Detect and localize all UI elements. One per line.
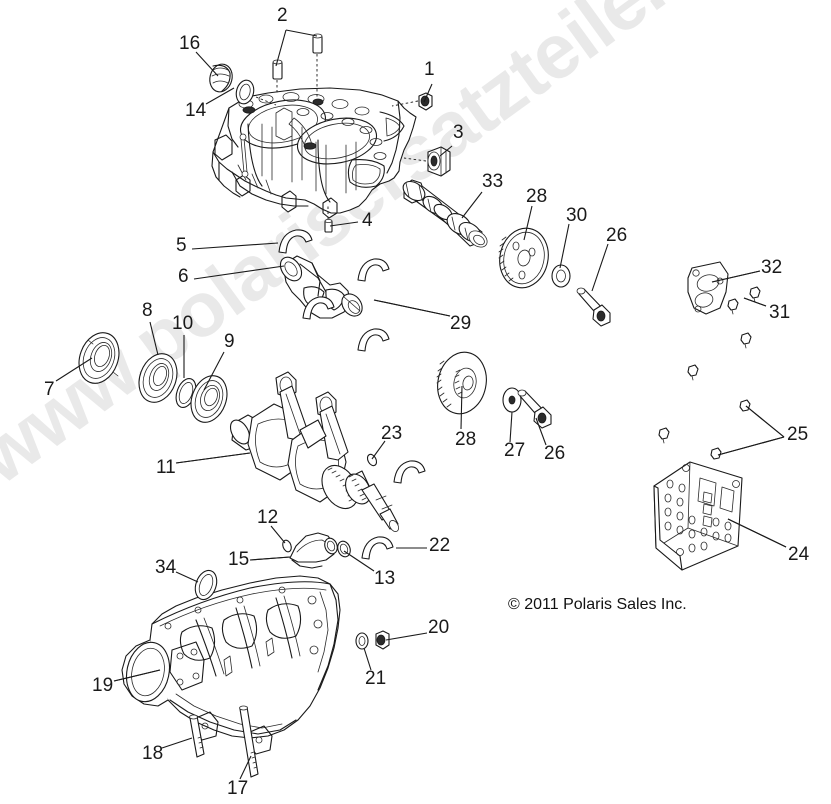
callout-15: 15	[228, 549, 250, 570]
screw-b	[749, 286, 761, 303]
lower-crankcase	[121, 575, 341, 755]
part-15-oil-pickup	[289, 532, 338, 569]
callout-21: 21	[365, 668, 387, 689]
callout-6: 6	[178, 266, 189, 287]
part-28-balance-gear	[498, 227, 549, 289]
callout-8: 8	[142, 300, 153, 321]
screw-g	[710, 447, 722, 460]
part-22-bearing-shell	[361, 536, 394, 560]
part-32-plate	[687, 261, 729, 315]
callout-34: 34	[155, 557, 177, 578]
callout-9: 9	[224, 331, 235, 352]
part-30-spacer	[551, 264, 571, 288]
callout-28: 28	[526, 186, 548, 207]
callout-24: 24	[788, 544, 810, 565]
upper-crankcase	[211, 87, 417, 219]
callout-13: 13	[374, 568, 396, 589]
part-8-bearing	[138, 353, 178, 403]
callout-17: 17	[227, 778, 249, 799]
callout-18: 18	[142, 743, 164, 764]
part-13-o-ring	[337, 540, 351, 558]
part-33-camshaft	[402, 179, 488, 248]
callout-11: 11	[156, 457, 176, 478]
screw-e	[658, 427, 670, 444]
part-23-pin	[366, 453, 378, 467]
callout-33: 33	[482, 171, 504, 192]
part-5-bearing-shell	[278, 229, 313, 254]
screw-d	[687, 364, 699, 381]
part-2-dowel-pins	[272, 33, 323, 80]
part-16-cover-cap	[209, 63, 233, 93]
part-18-bolt	[189, 714, 205, 758]
part-7-oil-seal	[78, 332, 120, 384]
callout-26b: 26	[544, 443, 566, 464]
callout-16: 16	[179, 33, 201, 54]
part-3-bushing	[427, 146, 451, 177]
callout-2: 2	[277, 5, 288, 26]
copyright-notice: © 2011 Polaris Sales Inc.	[508, 596, 687, 613]
part-14-o-ring	[235, 79, 255, 105]
screw-a	[727, 298, 739, 315]
callout-5: 5	[176, 235, 187, 256]
part-4-dowel	[324, 218, 333, 233]
part-28b-crank-gear	[436, 351, 487, 415]
callout-28b: 28	[455, 429, 477, 450]
callout-10: 10	[172, 313, 194, 334]
screw-c	[740, 332, 752, 349]
part-6-balance-shaft	[279, 255, 363, 319]
screw-f	[739, 399, 751, 412]
callout-25: 25	[787, 424, 809, 445]
callout-14: 14	[185, 100, 207, 121]
callout-26: 26	[606, 225, 628, 246]
bearing-shell-23	[393, 460, 426, 484]
callout-7: 7	[44, 379, 55, 400]
callout-22: 22	[429, 535, 451, 556]
part-1-plug	[418, 92, 433, 111]
part-11-crankshaft	[229, 371, 399, 532]
part-12-dowel	[282, 539, 292, 553]
callout-31: 31	[769, 302, 791, 323]
callout-12: 12	[257, 507, 279, 528]
part-27-washer	[502, 387, 522, 413]
callout-1: 1	[424, 59, 435, 80]
part-20-plug	[375, 630, 390, 650]
callout-32: 32	[761, 257, 783, 278]
part-26-bolt-upper	[576, 287, 611, 327]
callout-27: 27	[504, 440, 526, 461]
callout-19: 19	[92, 675, 114, 696]
part-21-washer	[355, 632, 369, 650]
bearing-shells-group	[302, 258, 390, 352]
callout-20: 20	[428, 617, 450, 638]
callout-29: 29	[450, 313, 472, 334]
callout-30: 30	[566, 205, 588, 226]
callout-3: 3	[453, 122, 464, 143]
callout-23: 23	[381, 423, 403, 444]
part-17-bolt	[239, 705, 259, 778]
part-24-oil-screen	[653, 461, 743, 571]
part-26b-bolt-lower	[517, 389, 552, 429]
callout-4: 4	[362, 210, 373, 231]
